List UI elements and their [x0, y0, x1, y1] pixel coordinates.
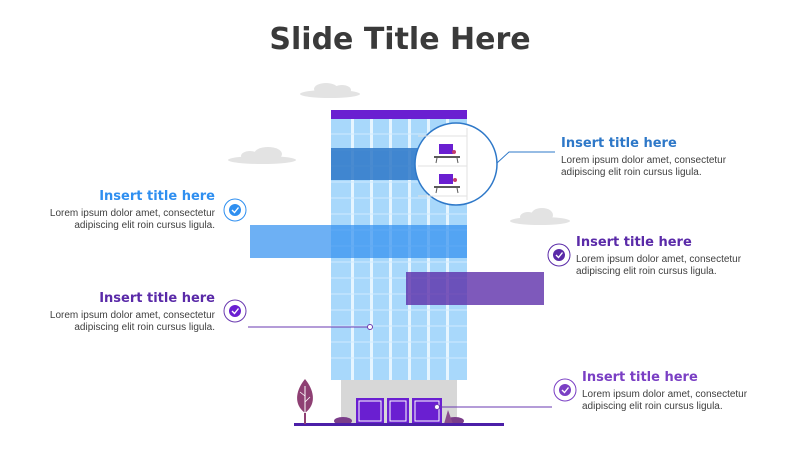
callout-heading: Insert title here — [99, 291, 215, 306]
connector-1 — [496, 151, 555, 164]
callout-body-line: adipiscing elit roin cursus ligula. — [74, 322, 215, 333]
connector-3 — [248, 324, 373, 330]
callout-body-line: Lorem ipsum dolor amet, consectetur — [582, 389, 748, 400]
callout-body: Lorem ipsum dolor amet, consectetur adip… — [576, 254, 800, 278]
callout-body: Lorem ipsum dolor amet, consectetur adip… — [561, 155, 791, 179]
check-badge-icon — [223, 299, 247, 323]
callout-body-line: Lorem ipsum dolor amet, consectetur — [576, 254, 742, 265]
callout-body-line: adipiscing elit roin cursus ligula. — [576, 266, 717, 277]
callout-heading: Insert title here — [582, 370, 698, 385]
callout-body: Lorem ipsum dolor amet, consectetur adip… — [0, 208, 215, 232]
tree-icon — [297, 379, 313, 424]
callout-body-line: Lorem ipsum dolor amet, consectetur — [49, 310, 215, 321]
callout-body-line: adipiscing elit roin cursus ligula. — [561, 167, 702, 178]
callout-1: Insert title here Lorem ipsum dolor amet… — [561, 136, 791, 179]
callout-body-line: adipiscing elit roin cursus ligula. — [74, 220, 215, 231]
cloud-icon — [300, 83, 360, 98]
check-badge-icon — [547, 243, 571, 267]
office-desk-icon — [434, 144, 460, 164]
callout-body-line: adipiscing elit roin cursus ligula. — [582, 401, 723, 412]
highlight-band-blue — [250, 225, 467, 258]
callout-4: Insert title here Lorem ipsum dolor amet… — [0, 291, 215, 334]
callout-body-line: Lorem ipsum dolor amet, consectetur — [49, 208, 215, 219]
callout-body-line: Lorem ipsum dolor amet, consectetur — [561, 155, 727, 166]
check-badge-icon — [223, 198, 247, 222]
building-lobby — [294, 380, 504, 426]
callout-2: Insert title here Lorem ipsum dolor amet… — [0, 189, 215, 232]
cloud-icon — [510, 208, 570, 225]
callout-5: Insert title here Lorem ipsum dolor amet… — [582, 370, 800, 413]
office-desk-icon — [434, 174, 460, 194]
magnifier-circle — [414, 122, 498, 206]
check-badge-icon — [553, 378, 577, 402]
cloud-icon — [228, 147, 296, 164]
callout-body: Lorem ipsum dolor amet, consectetur adip… — [582, 389, 800, 413]
callout-heading: Insert title here — [576, 235, 692, 250]
callout-heading: Insert title here — [561, 136, 677, 151]
slide-title: Slide Title Here — [269, 22, 531, 57]
callout-body: Lorem ipsum dolor amet, consectetur adip… — [0, 310, 215, 334]
callout-3: Insert title here Lorem ipsum dolor amet… — [576, 235, 800, 278]
callout-heading: Insert title here — [99, 189, 215, 204]
highlight-band-purple — [406, 272, 544, 305]
connector-5 — [434, 404, 552, 410]
